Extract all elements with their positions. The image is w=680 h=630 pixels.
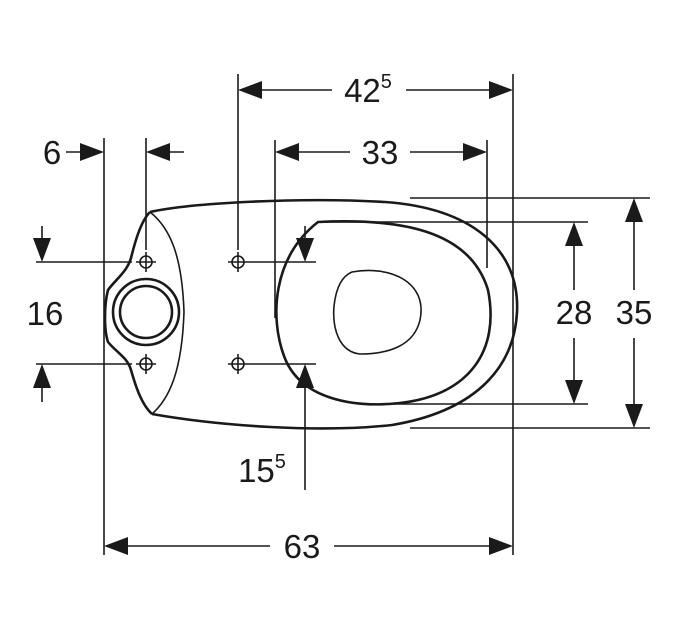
toilet-bowl-outline: [103, 198, 519, 430]
dimension-fixing-spacing: 16: [27, 226, 64, 402]
dimension-label-overall-length: 63: [284, 528, 321, 565]
dimension-label-seat-hole-spacing: 155: [238, 451, 286, 489]
dimension-label-seat-width: 28: [556, 294, 593, 331]
dimension-label-fixing-spacing: 16: [27, 295, 64, 332]
dimension-label-seat-to-back: 33: [362, 134, 399, 171]
bowl-opening: [332, 269, 422, 355]
dimension-seat-hole-spacing: 155: [238, 226, 314, 490]
dimension-overall-width: 35: [616, 198, 653, 428]
dimension-overall-length: 63: [104, 528, 513, 565]
dimension-label-overall-width: 35: [616, 294, 653, 331]
fixing-hole-marks: [136, 252, 248, 374]
dimension-seat-to-back: 33: [275, 134, 487, 171]
water-inlet: [111, 277, 181, 347]
dimension-fixing-to-back: 425: [238, 71, 513, 109]
fixing-hole-lower-rear: [136, 354, 156, 374]
dimension-seat-width: 28: [556, 222, 593, 404]
fixing-hole-upper-rear: [136, 252, 156, 272]
dimension-label-inlet-offset: 6: [43, 134, 61, 171]
seat-outline: [275, 220, 492, 406]
extension-lines: [36, 74, 650, 555]
fixing-hole-lower-front: [228, 354, 248, 374]
fixing-hole-upper-front: [228, 252, 248, 272]
dimension-inlet-offset: 6: [43, 134, 184, 171]
dimension-label-fixing-to-back: 425: [344, 71, 392, 109]
